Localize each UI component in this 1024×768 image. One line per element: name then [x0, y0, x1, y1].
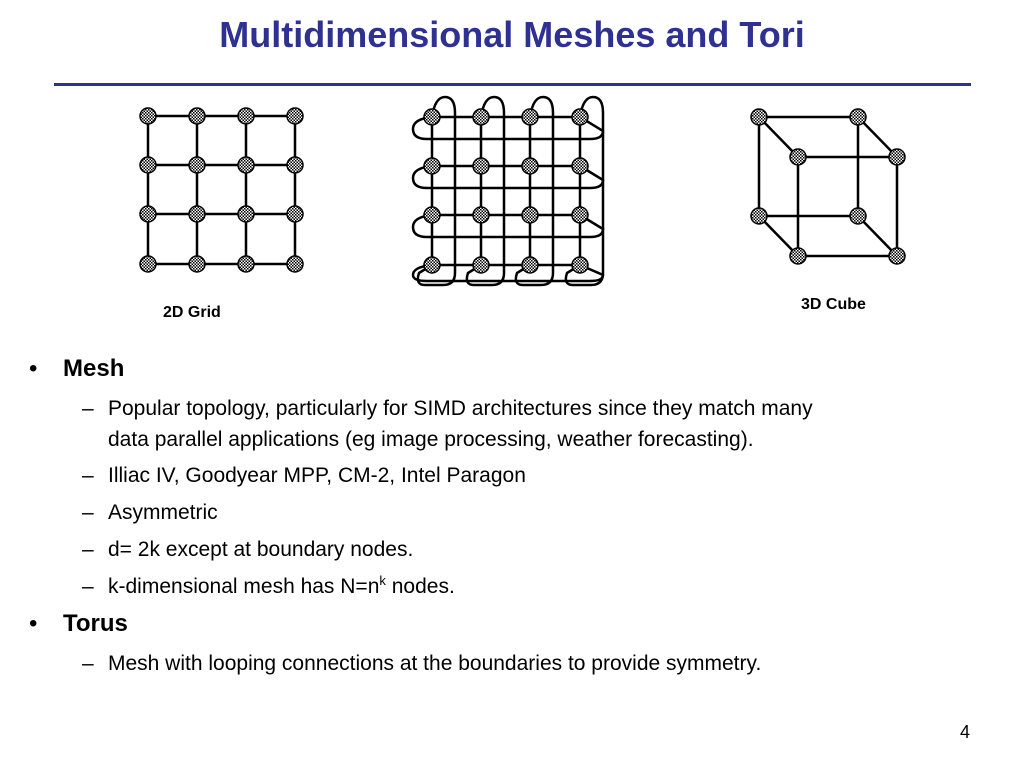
mesh-item-3: – Asymmetric: [82, 497, 988, 528]
mesh-item-4: – d= 2k except at boundary nodes.: [82, 534, 988, 565]
bullet-marker: •: [29, 355, 38, 382]
torus-heading: Torus: [63, 610, 128, 637]
dash-marker: –: [82, 501, 94, 524]
title-divider: [54, 83, 971, 86]
mesh-item-5: – k-dimensional mesh has N=nk nodes.: [82, 571, 988, 602]
mesh-item-3-text: Asymmetric: [108, 501, 218, 524]
grid-2d-figure: [139, 107, 304, 273]
cube-3d-figure: [750, 108, 906, 265]
bullet-marker: •: [29, 610, 38, 637]
mesh-item-4-text: d= 2k except at boundary nodes.: [108, 538, 414, 561]
slide-title: Multidimensional Meshes and Tori: [219, 14, 805, 55]
dash-marker: –: [82, 538, 94, 561]
bullet-mesh: • Mesh: [29, 355, 125, 383]
torus-item-1: – Mesh with looping connections at the b…: [82, 648, 988, 679]
mesh-item-5-text: k-dimensional mesh has N=n: [108, 575, 380, 598]
dash-marker: –: [82, 397, 94, 420]
cube-3d-caption: 3D Cube: [801, 296, 866, 313]
torus-item-1-text: Mesh with looping connections at the bou…: [108, 652, 762, 675]
torus-figure: [411, 95, 605, 287]
dash-marker: –: [82, 464, 94, 487]
mesh-item-1: – Popular topology, particularly for SIM…: [82, 393, 988, 455]
page-number: 4: [959, 722, 970, 742]
grid-2d-caption: 2D Grid: [163, 304, 221, 321]
dash-marker: –: [82, 652, 94, 675]
mesh-item-1-line-2: data parallel applications (eg image pro…: [108, 428, 754, 451]
mesh-item-5-superscript: k: [379, 573, 386, 588]
mesh-heading: Mesh: [63, 355, 125, 382]
mesh-item-2-text: Illiac IV, Goodyear MPP, CM-2, Intel Par…: [108, 464, 526, 487]
mesh-item-1-line-1: Popular topology, particularly for SIMD …: [108, 397, 813, 420]
bullet-torus: • Torus: [29, 610, 128, 638]
mesh-item-5-suffix: nodes.: [385, 575, 455, 598]
dash-marker: –: [82, 575, 94, 598]
mesh-item-2: – Illiac IV, Goodyear MPP, CM-2, Intel P…: [82, 460, 988, 491]
